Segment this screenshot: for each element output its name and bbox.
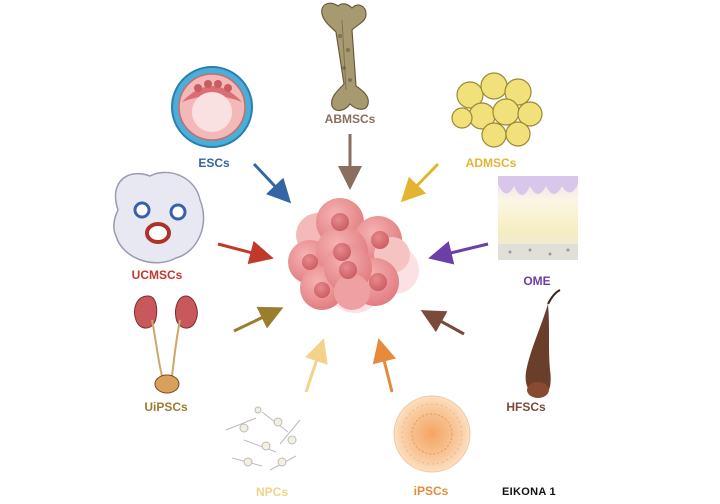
label-uipscs: UiPSCs [144, 400, 188, 414]
label-admscs: ADMSCs [465, 156, 517, 170]
adipocyte-illustration [451, 72, 543, 148]
label-ome: OME [523, 274, 551, 288]
arrow-npcs [304, 338, 328, 393]
arrow-admscs [400, 162, 440, 203]
arrow-hfscs [420, 310, 465, 336]
arrow-ucmscs [217, 240, 274, 265]
hair-follicle-illustration [525, 289, 561, 398]
label-hfscs: HFSCs [506, 400, 546, 414]
ipsc-colony-illustration [393, 395, 471, 473]
central-cell-cluster [288, 198, 419, 313]
arrow-ipscs [372, 338, 397, 393]
figure-caption: EIKONA 1 [502, 486, 556, 498]
blastocyst-illustration [171, 66, 253, 148]
arrow-ome [428, 241, 489, 265]
urinary-system-illustration [134, 295, 198, 394]
arrow-escs [252, 162, 292, 204]
label-escs: ESCs [198, 156, 230, 170]
label-npcs: NPCs [255, 485, 289, 499]
label-abmscs: ABMSCs [324, 112, 376, 126]
neural-cells-illustration [225, 406, 301, 471]
label-ucmscs: UCMSCs [131, 268, 183, 282]
arrow-uipscs [233, 306, 284, 333]
mucosa-illustration [498, 176, 578, 260]
label-ipscs: iPSCs [413, 484, 449, 498]
umbilical-cord-illustration [113, 171, 205, 264]
bone-illustration [321, 2, 369, 112]
